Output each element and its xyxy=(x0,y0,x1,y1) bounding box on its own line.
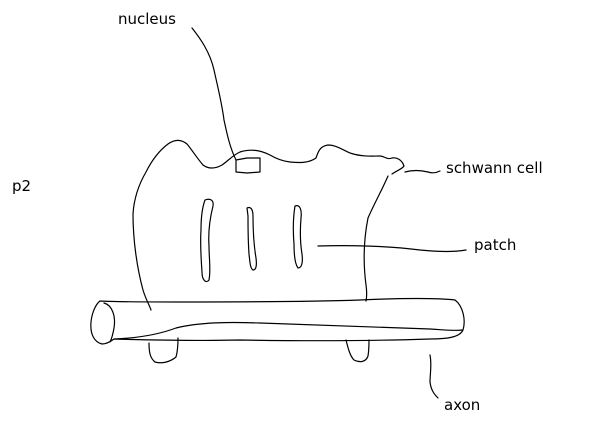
label-axon: axon xyxy=(444,396,481,414)
label-panel-p2: p2 xyxy=(12,177,32,195)
schwann-leader-line xyxy=(404,169,441,174)
axon-leader-line xyxy=(429,354,439,399)
nucleus-shape xyxy=(235,157,261,174)
label-patch: patch xyxy=(474,236,517,254)
patch-slit-1 xyxy=(199,198,214,283)
left-foot xyxy=(148,337,179,364)
right-foot xyxy=(345,339,370,363)
patch-slit-2 xyxy=(246,206,257,271)
patch-leader-line xyxy=(317,245,467,253)
label-nucleus: nucleus xyxy=(118,10,176,28)
schwann-cell-outline xyxy=(132,139,405,311)
patch-slit-3 xyxy=(292,205,303,269)
nucleus-leader-line xyxy=(191,27,237,161)
axon-shape xyxy=(90,297,465,345)
label-schwann-cell: schwann cell xyxy=(446,159,543,177)
